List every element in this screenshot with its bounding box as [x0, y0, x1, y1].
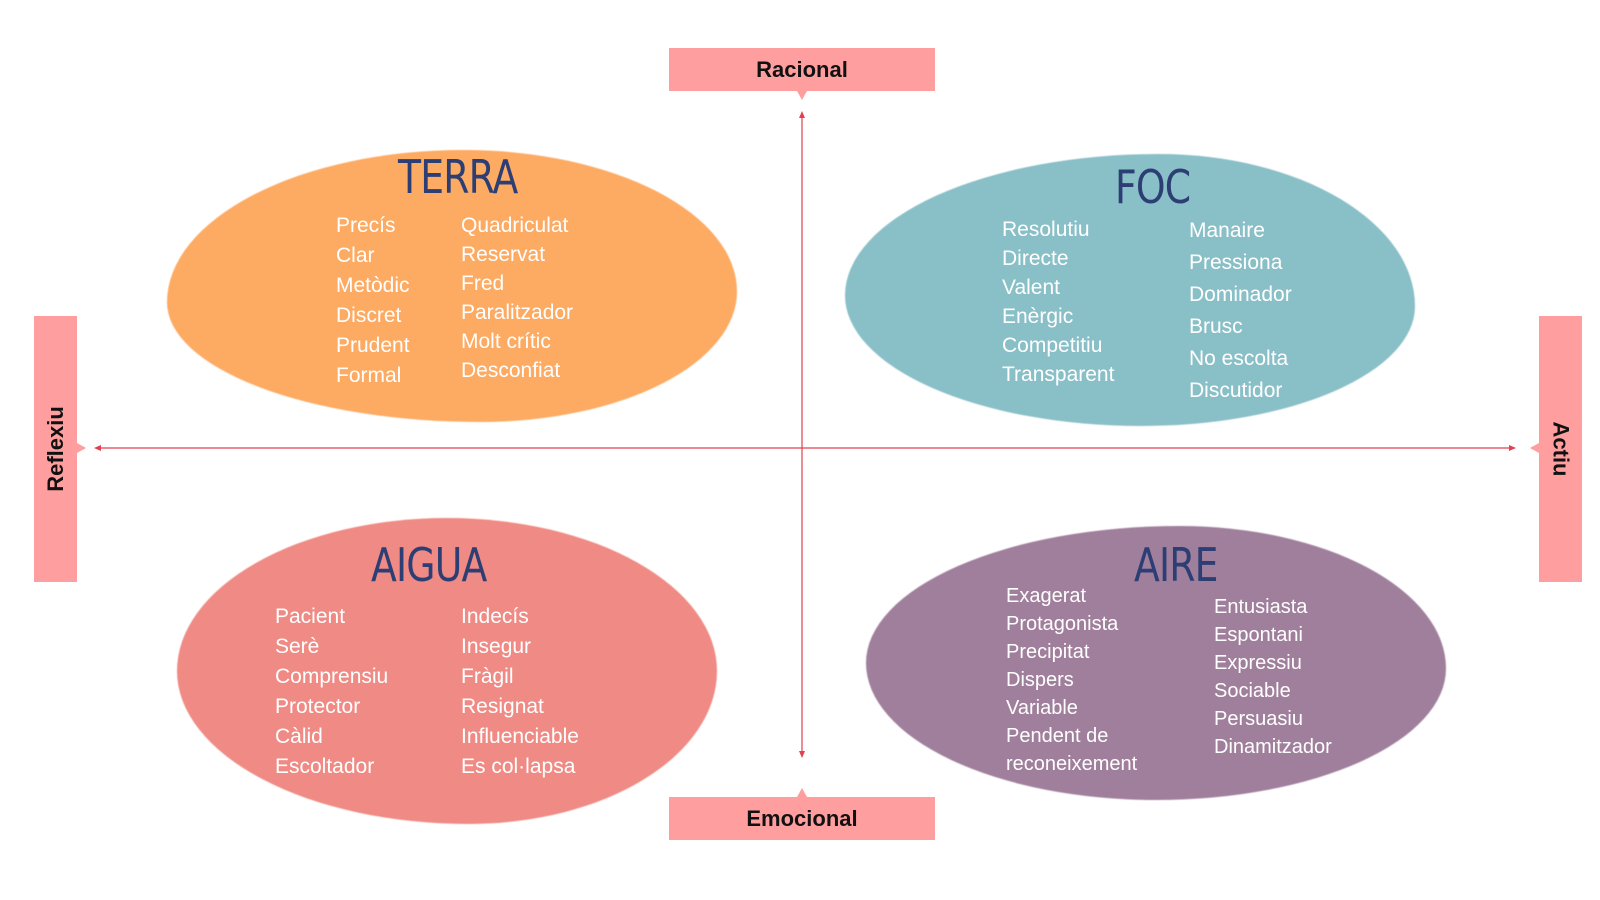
aigua-title: AIGUA: [371, 538, 487, 592]
axis-label-left: Reflexiu: [34, 316, 77, 582]
aire-trait: Pendent de: [1006, 725, 1109, 747]
foc-column-1: Resolutiu Directe Valent Enèrgic Competi…: [1002, 215, 1114, 389]
foc-trait: Valent: [1002, 276, 1060, 299]
aire-title: AIRE: [1134, 538, 1219, 592]
aigua-trait: Fràgil: [461, 665, 514, 688]
axis-label-right: Actiu: [1539, 316, 1582, 582]
aigua-trait: Pacient: [275, 605, 346, 628]
arrowhead-right: [1509, 445, 1516, 451]
terra-trait: Prudent: [336, 334, 410, 357]
terra-column-2: Quadriculat Reservat Fred Paralitzador M…: [461, 211, 573, 385]
aigua-trait: Insegur: [461, 635, 532, 658]
foc-column-2: Manaire Pressiona Dominador Brusc No esc…: [1189, 215, 1292, 407]
foc-trait: Resolutiu: [1002, 218, 1090, 241]
terra-trait: Precís: [336, 214, 396, 237]
arrowhead-down: [799, 751, 805, 758]
arrowhead-up: [799, 111, 805, 118]
aire-trait: Dispers: [1006, 669, 1074, 691]
terra-trait: Desconfiat: [461, 359, 561, 382]
terra-trait: Quadriculat: [461, 214, 569, 237]
aire-trait: Dinamitzador: [1214, 736, 1332, 758]
aigua-column-1: Pacient Serè Comprensiu Protector Càlid …: [275, 602, 388, 782]
axis-label-bottom-text: Emocional: [746, 805, 858, 831]
terra-trait: Fred: [461, 272, 505, 295]
foc-title: FOC: [1115, 160, 1191, 214]
foc-trait: Discutidor: [1189, 379, 1283, 402]
aire-trait: Protagonista: [1006, 613, 1119, 635]
aigua-trait: Serè: [275, 635, 320, 658]
aigua-trait: Influenciable: [461, 725, 579, 748]
aigua-trait: Indecís: [461, 605, 529, 628]
aire-trait: Espontani: [1214, 624, 1303, 646]
aire-blob: [866, 526, 1446, 800]
terra-trait: Formal: [336, 364, 402, 387]
aire-trait: Variable: [1006, 697, 1078, 719]
arrowhead-left: [94, 445, 101, 451]
foc-trait: Pressiona: [1189, 251, 1283, 274]
terra-blob: [167, 150, 737, 422]
aire-trait: Persuasiu: [1214, 708, 1303, 730]
foc-trait: Transparent: [1002, 363, 1115, 386]
tag-pointer-right: [1530, 443, 1539, 453]
axis-label-top-text: Racional: [756, 56, 848, 82]
aire-trait: Entusiasta: [1214, 596, 1308, 618]
foc-trait: Dominador: [1189, 283, 1292, 306]
foc-trait: Brusc: [1189, 315, 1243, 338]
aire-column-2: Entusiasta Espontani Expressiu Sociable …: [1214, 593, 1332, 761]
aire-trait: Expressiu: [1214, 652, 1302, 674]
axis-label-bottom: Emocional: [669, 797, 935, 840]
aigua-column-2: Indecís Insegur Fràgil Resignat Influenc…: [461, 602, 579, 782]
aigua-trait: Escoltador: [275, 755, 375, 778]
aigua-blob: [177, 518, 717, 824]
axis-label-top: Racional: [669, 48, 935, 91]
terra-trait: Reservat: [461, 243, 546, 266]
terra-trait: Clar: [336, 244, 375, 267]
terra-trait: Discret: [336, 304, 402, 327]
terra-title: TERRA: [398, 150, 518, 204]
foc-trait: Enèrgic: [1002, 305, 1074, 328]
aigua-trait: Es col·lapsa: [461, 755, 576, 778]
foc-trait: Competitiu: [1002, 334, 1103, 357]
terra-trait: Paralitzador: [461, 301, 574, 324]
terra-trait: Molt crític: [461, 330, 551, 353]
axis-label-right-text: Actiu: [1548, 421, 1574, 477]
aire-trait: Precipitat: [1006, 641, 1090, 663]
aigua-trait: Resignat: [461, 695, 544, 718]
terra-trait: Metòdic: [336, 274, 410, 297]
aire-trait: reconeixement: [1006, 753, 1138, 775]
aire-column-1: Exagerat Protagonista Precipitat Dispers…: [1006, 582, 1137, 778]
aire-trait: Exagerat: [1006, 585, 1087, 607]
aigua-trait: Protector: [275, 695, 361, 718]
terra-column-1: Precís Clar Metòdic Discret Prudent Form…: [336, 211, 410, 391]
aigua-trait: Comprensiu: [275, 665, 389, 688]
tag-pointer-top: [797, 91, 807, 100]
foc-blob: [845, 154, 1415, 426]
aigua-trait: Càlid: [275, 725, 323, 748]
foc-trait: No escolta: [1189, 347, 1289, 370]
foc-trait: Directe: [1002, 247, 1069, 270]
tag-pointer-left: [77, 443, 86, 453]
axis-label-left-text: Reflexiu: [42, 406, 68, 492]
aire-trait: Sociable: [1214, 680, 1291, 702]
tag-pointer-bottom: [797, 788, 807, 797]
foc-trait: Manaire: [1189, 219, 1265, 242]
